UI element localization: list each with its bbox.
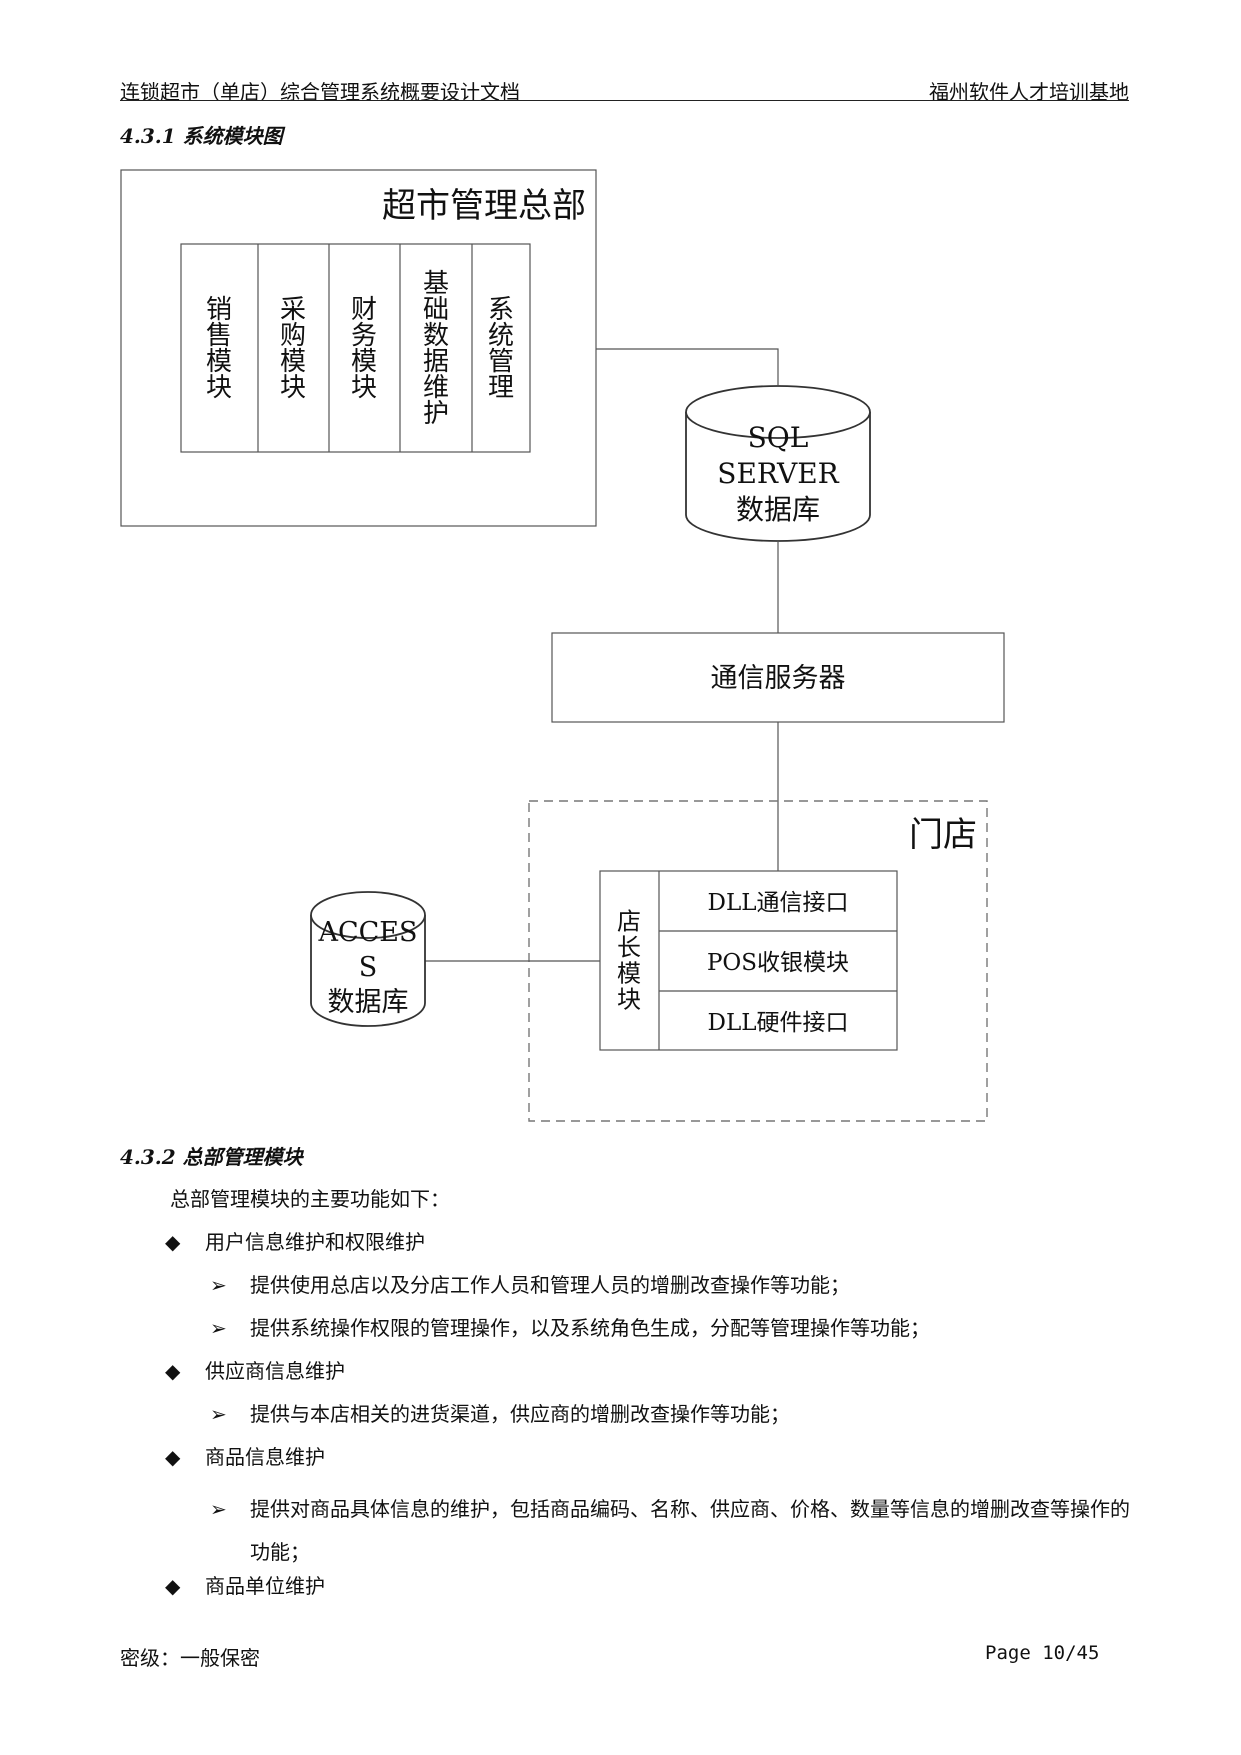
hq-module-label-char: 购: [280, 321, 306, 351]
sql-db-label-1: SQL: [748, 421, 809, 454]
hq-module-label-char: 基: [423, 269, 449, 299]
sql-db-label-2: SERVER: [717, 457, 839, 490]
hq-box: [120, 169, 597, 527]
diamond-bullet-icon: ◆: [165, 1574, 181, 1598]
footer-page-number: Page 10/45: [985, 1642, 1100, 1664]
feature-detail-text: 提供使用总店以及分店工作人员和管理人员的增删改查操作等功能；: [250, 1273, 850, 1297]
hq-module-label-char: 块: [351, 373, 377, 403]
feature-item: ◆ 用户信息维护和权限维护: [165, 1230, 425, 1254]
section-intro: 总部管理模块的主要功能如下：: [170, 1187, 450, 1211]
feature-detail: ➢ 提供与本店相关的进货渠道，供应商的增删改查操作等功能；: [210, 1402, 1130, 1426]
section-heading-4-3-2: 4.3.2 总部管理模块: [120, 1145, 303, 1169]
store-manager-label-char: 块: [617, 985, 641, 1013]
store-row-pos: POS收银模块: [707, 950, 849, 976]
hq-module-label-char: 售: [206, 321, 232, 351]
arrow-bullet-icon: ➢: [210, 1402, 227, 1426]
store-row-dll-hardware: DLL硬件接口: [708, 1010, 849, 1036]
feature-detail-text: 提供系统操作权限的管理操作，以及系统角色生成，分配等管理操作等功能；: [250, 1316, 930, 1340]
hq-module-label-char: 财: [351, 295, 377, 325]
feature-detail: ➢ 提供对商品具体信息的维护，包括商品编码、名称、供应商、价格、数量等信息的增删改…: [210, 1488, 1130, 1574]
arrow-bullet-icon: ➢: [210, 1273, 227, 1297]
arrow-bullet-icon: ➢: [210, 1316, 227, 1340]
hq-module-label-char: 据: [423, 347, 449, 377]
arrow-bullet-icon: ➢: [210, 1497, 227, 1521]
hq-module-label-char: 数: [423, 321, 449, 351]
hq-module-label-char: 系: [488, 295, 514, 325]
diamond-bullet-icon: ◆: [165, 1359, 181, 1383]
hq-module-label-char: 统: [488, 321, 514, 351]
access-database: ACCES S 数据库: [310, 891, 426, 1027]
store-row-dll-comm: DLL通信接口: [708, 890, 849, 916]
hq-module-label-char: 管: [488, 347, 514, 377]
access-db-label-3: 数据库: [328, 987, 409, 1018]
hq-module-label-char: 销: [206, 295, 232, 325]
sql-server-database: SQL SERVER 数据库: [685, 385, 871, 542]
feature-label: 商品单位维护: [205, 1574, 325, 1598]
store-manager-label-char: 店: [617, 907, 641, 935]
store-manager-label-char: 长: [617, 933, 641, 961]
hq-title: 超市管理总部: [382, 186, 586, 226]
feature-label: 供应商信息维护: [205, 1359, 345, 1383]
hq-module-label-char: 块: [280, 373, 306, 403]
communication-server-label: 通信服务器: [711, 663, 846, 694]
feature-item: ◆ 商品单位维护: [165, 1574, 325, 1598]
hq-module-label-char: 护: [423, 399, 449, 429]
hq-module-label-char: 块: [206, 373, 232, 403]
diamond-bullet-icon: ◆: [165, 1445, 181, 1469]
hq-module-label-char: 模: [280, 347, 306, 377]
hq-to-db-connector: [596, 348, 779, 385]
sql-db-label-3: 数据库: [736, 493, 820, 526]
hq-module-label-char: 务: [351, 321, 377, 351]
feature-detail-text: 提供与本店相关的进货渠道，供应商的增删改查操作等功能；: [250, 1402, 790, 1426]
hq-module-label-char: 理: [488, 373, 514, 403]
hq-module-label-char: 采: [280, 295, 306, 325]
hq-module-label-char: 模: [351, 347, 377, 377]
access-db-label-2: S: [359, 952, 378, 983]
hq-module-label-char: 维: [423, 373, 449, 403]
header-divider: [120, 100, 1129, 101]
feature-item: ◆ 供应商信息维护: [165, 1359, 345, 1383]
feature-detail: ➢ 提供系统操作权限的管理操作，以及系统角色生成，分配等管理操作等功能；: [210, 1316, 1130, 1340]
section-heading-4-3-1: 4.3.1 系统模块图: [120, 124, 283, 148]
hq-module-label-char: 模: [206, 347, 232, 377]
diamond-bullet-icon: ◆: [165, 1230, 181, 1254]
feature-label: 商品信息维护: [205, 1445, 325, 1469]
feature-detail: ➢ 提供使用总店以及分店工作人员和管理人员的增删改查操作等功能；: [210, 1273, 1130, 1297]
feature-item: ◆ 商品信息维护: [165, 1445, 325, 1469]
access-db-label-1: ACCES: [317, 917, 417, 948]
store-manager-label-char: 模: [617, 959, 641, 987]
footer-secrecy-level: 密级：一般保密: [120, 1646, 260, 1670]
feature-label: 用户信息维护和权限维护: [205, 1230, 425, 1254]
hq-module-label-char: 础: [423, 295, 449, 325]
store-title: 门店: [909, 815, 977, 855]
feature-detail-text: 提供对商品具体信息的维护，包括商品编码、名称、供应商、价格、数量等信息的增删改查…: [250, 1497, 1130, 1564]
